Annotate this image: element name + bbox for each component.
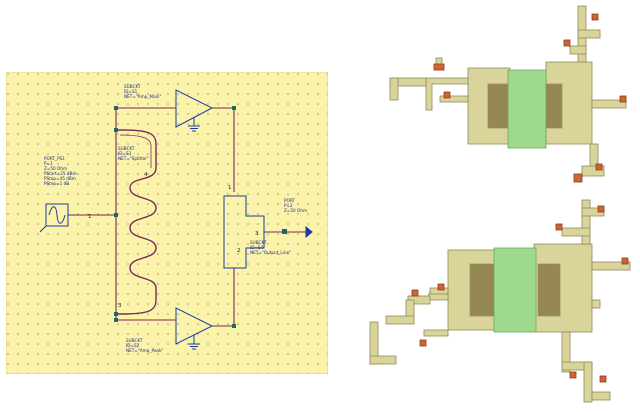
schematic-wires (72, 107, 284, 327)
layout-top-amp-main[interactable] (389, 5, 627, 183)
input-port-label: PORT_PS1 P=1 Z=50 Ohm PStart=25 dBm PSto… (44, 156, 78, 186)
splitter-label: SUBCKT ID=S3 NET="Splitter" (118, 146, 149, 161)
splitter-pin-top: 4 (144, 172, 148, 178)
splitter-meander (116, 129, 157, 315)
splitter-meander-inner (119, 134, 152, 168)
splitter-pin-in: 1 (88, 214, 92, 220)
layout-bottom-amp-peak[interactable] (369, 199, 631, 403)
splitter-pin-bottom: 3 (118, 303, 122, 309)
output-line-combiner[interactable] (223, 195, 265, 269)
amp-peak-label: SUBCKT ID=S2 NET="Amp_Peak" (126, 338, 163, 353)
output-line-label: SUBCKT ID=S4 NET="Output_Line" (250, 240, 291, 255)
amp-peak[interactable] (175, 307, 214, 350)
combiner-pin-top: 1 (228, 185, 232, 191)
amp-main-label: SUBCKT ID=S1 NET="Amp_Main" (124, 84, 161, 99)
schematic-diagram: SUBCKT ID=S1 NET="Amp_Main" SUBCKT ID=S3 (6, 72, 328, 374)
wire-nodes (114, 106, 236, 328)
output-port-label: PORT P=2 Z=50 Ohm (284, 198, 307, 213)
combiner-pin-bottom: 2 (237, 248, 241, 254)
output-port[interactable] (282, 225, 313, 239)
combiner-pin-out: 3 (255, 231, 259, 237)
input-port[interactable] (39, 203, 72, 233)
